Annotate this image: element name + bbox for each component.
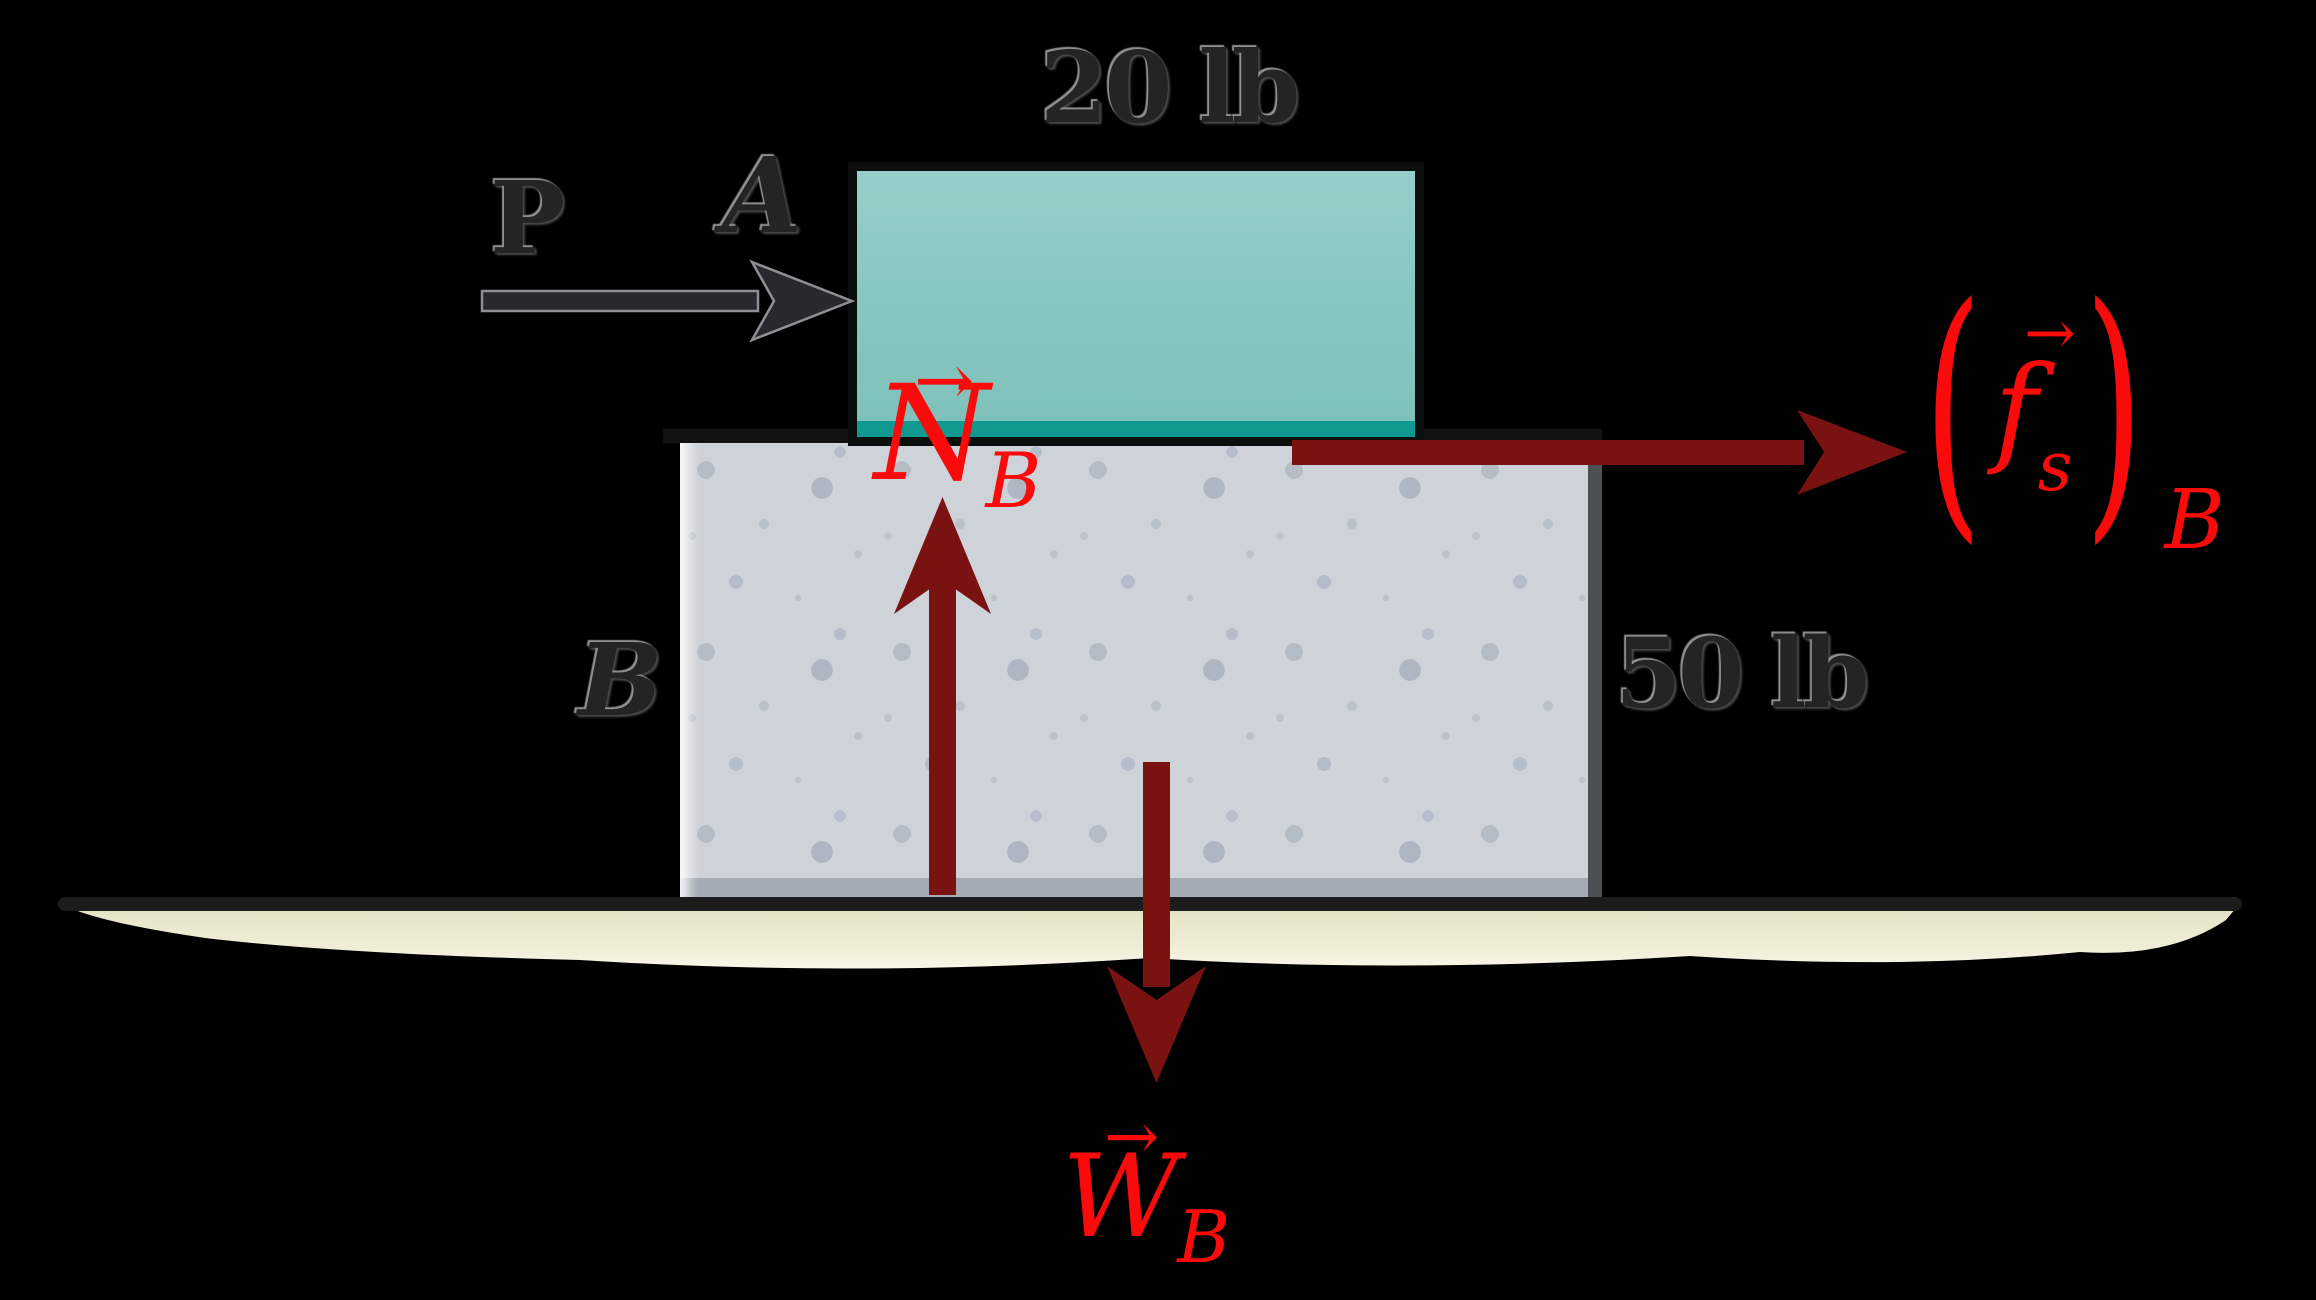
friction-inner-subscript: s [2037, 428, 2073, 507]
block-a-label: A [722, 134, 803, 257]
block-a [848, 162, 1424, 446]
vector-arrow-icon: → [1104, 1098, 1160, 1175]
weight-symbol: W [1062, 1130, 1180, 1263]
block-b [680, 432, 1602, 902]
block-a-weight-label: 20 lb [1040, 31, 1300, 146]
close-paren: ) [2084, 249, 2143, 568]
vector-arrow-icon: → [2023, 296, 2076, 369]
normal-subscript: B [985, 436, 1042, 525]
weight-subscript: B [1177, 1195, 1231, 1279]
normal-force-label: → N B [874, 344, 1045, 519]
ground-soil [70, 908, 2236, 969]
weight-force-label: → W B [1062, 1104, 1232, 1274]
normal-symbol: N [874, 357, 990, 511]
friction-force-label: ( → f s ) B [1912, 272, 2225, 568]
friction-outer-subscript: B [2164, 473, 2225, 568]
block-b-weight-label: 50 lb [1615, 617, 1870, 730]
friction-symbol: f [1993, 340, 2038, 478]
block-b-label: B [578, 621, 663, 739]
vector-arrow-icon: → [914, 338, 975, 422]
open-paren: ( [1923, 249, 1983, 568]
ground-line [58, 897, 2242, 911]
applied-force-label: P [490, 159, 566, 277]
